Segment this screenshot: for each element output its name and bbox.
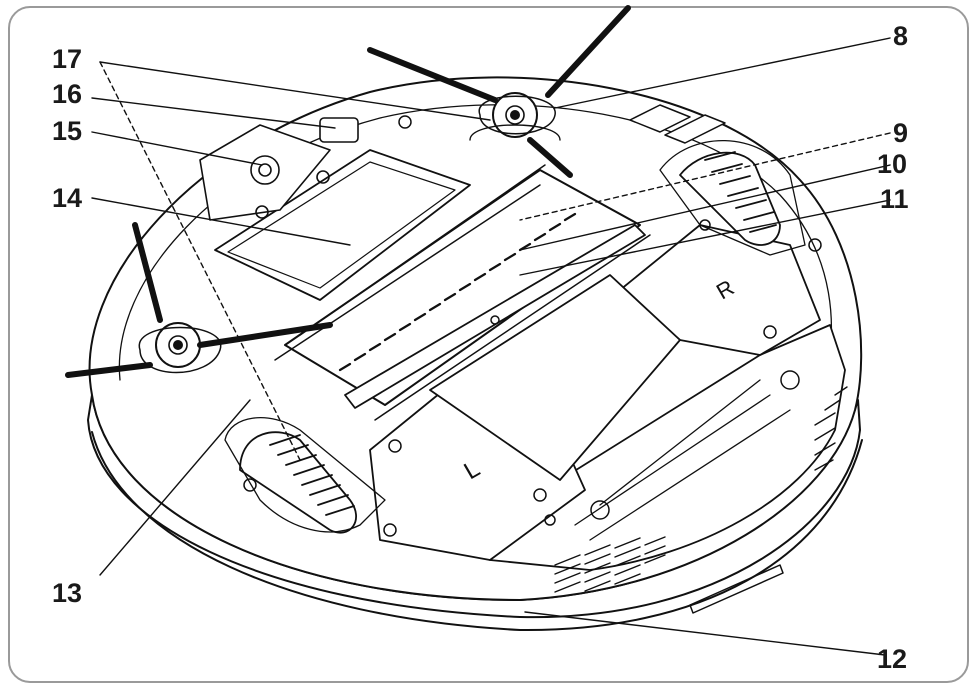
shell-inner-rim bbox=[118, 104, 832, 391]
callout-17: 17 bbox=[52, 44, 82, 74]
callout-10: 10 bbox=[877, 149, 907, 179]
center-floor-plate bbox=[429, 274, 681, 481]
rear-vent-grille bbox=[554, 536, 666, 593]
right-side-brush bbox=[367, 5, 631, 178]
callout-14: 14 bbox=[52, 183, 82, 213]
callout-8: 8 bbox=[893, 21, 908, 51]
battery-cover bbox=[214, 149, 471, 301]
bumper-channel bbox=[574, 379, 791, 541]
base-ring-lower-edge bbox=[91, 431, 863, 632]
screw-holes bbox=[243, 219, 822, 537]
callout-16: 16 bbox=[52, 79, 82, 109]
top-details bbox=[398, 104, 726, 144]
brush-bristles bbox=[338, 212, 577, 372]
callout-12: 12 bbox=[877, 644, 907, 674]
callout-15: 15 bbox=[52, 116, 82, 146]
left-side-brush bbox=[65, 222, 333, 378]
front-caster-assembly bbox=[199, 117, 359, 221]
rear-slot bbox=[689, 564, 784, 614]
battery-cover-inner bbox=[227, 161, 456, 289]
callout-leaders bbox=[91, 37, 891, 656]
brush-housing-edge bbox=[274, 164, 651, 421]
left-drive-wheel bbox=[224, 417, 386, 534]
callout-9: 9 bbox=[893, 118, 908, 148]
callout-11: 11 bbox=[880, 184, 909, 214]
callout-13: 13 bbox=[52, 578, 82, 608]
side-vent-grille bbox=[814, 386, 848, 471]
